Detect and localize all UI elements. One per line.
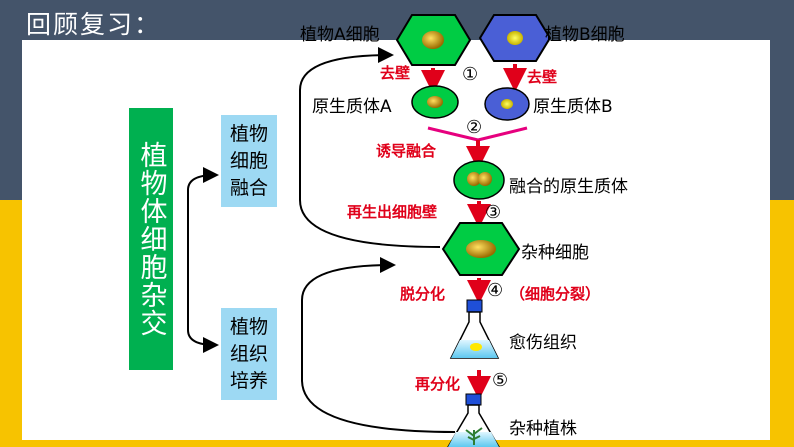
induce-fusion-label: 诱导融合 [376, 142, 437, 160]
step-3-number: ③ [485, 202, 502, 223]
plant-a-cell-label: 植物A细胞 [300, 25, 380, 45]
callus-label: 愈伤组织 [509, 333, 577, 353]
callus-flask-icon [449, 299, 500, 359]
bracket-arrow-fusion [187, 167, 219, 300]
protoplast-b-label: 原生质体B [533, 97, 613, 117]
cell-division-note: （细胞分裂） [510, 285, 601, 303]
remove-wall-left-label: 去壁 [380, 64, 411, 82]
step-1-number: ① [462, 64, 479, 85]
protoplast-a-label: 原生质体A [312, 97, 392, 117]
plant-flask-icon [447, 393, 500, 447]
page-title: 回顾复习： [26, 10, 162, 39]
regenerate-wall-label: 再生出细胞壁 [347, 203, 438, 221]
dedifferentiation-label: 脱分化 [400, 285, 446, 303]
plant-tissue-culture-box: 植物组织培养 [221, 308, 277, 400]
plant-b-cell-label: 植物B细胞 [545, 25, 625, 45]
remove-wall-right-label: 去壁 [527, 68, 558, 86]
hybrid-cell-label: 杂种细胞 [521, 243, 589, 263]
step-4-number: ④ [487, 280, 504, 301]
loop-arrow-culture [301, 257, 456, 433]
loop-arrow-fusion [299, 47, 441, 248]
plant-cell-fusion-box: 植物细胞融合 [221, 115, 277, 207]
bracket-arrow-culture [187, 300, 219, 353]
step-2-number: ② [466, 117, 483, 138]
hybrid-plant-label: 杂种植株 [509, 419, 577, 439]
redifferentiation-label: 再分化 [415, 375, 461, 393]
plant-somatic-hybridization-box: 植物体细胞杂交 [129, 108, 173, 370]
fused-protoplast-label: 融合的原生质体 [509, 177, 628, 197]
step-5-number: ⑤ [492, 370, 509, 391]
